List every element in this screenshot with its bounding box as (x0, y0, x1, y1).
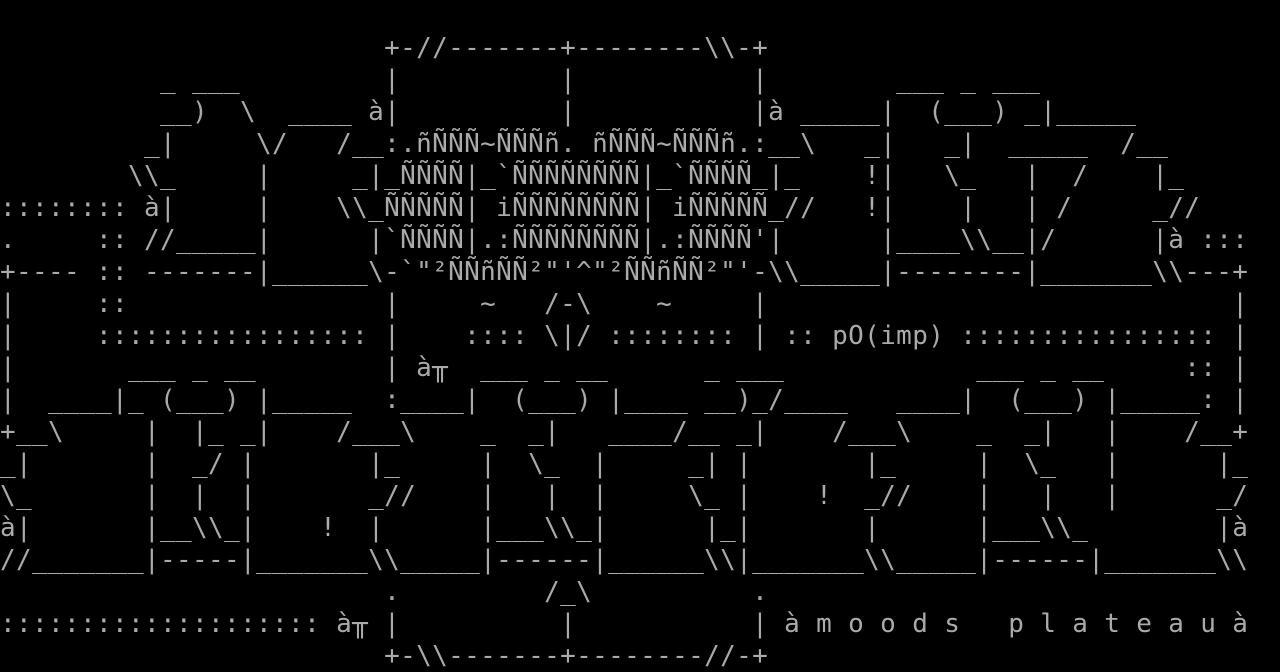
art-title-line: :::::::::::::::::::: à╥ | | | à m o o d … (0, 609, 1249, 639)
art-line: | :: | ~ /-\ ~ | | (0, 289, 1249, 319)
art-line: \_ | | | _// | | | \_ | ! _// | | | _/ (0, 481, 1249, 511)
art-line: \\_ | _|_ÑÑÑÑ|_`ÑÑÑÑÑÑÑÑ|_`ÑÑÑÑ_|_ !| \_… (0, 161, 1185, 191)
art-line: :::::::: à| | \\_ÑÑÑÑÑ| iÑÑÑÑÑÑÑÑ| iÑÑÑÑ… (0, 193, 1201, 223)
art-line: | ____|_ (___) |_____ :____| (___) |____… (0, 385, 1249, 415)
art-line: +-\\-------+--------//-+ (0, 641, 769, 671)
art-line: +---- :: -------|______\-`"²ÑÑñÑÑ²"'^"²Ñ… (0, 257, 1249, 287)
art-line: _ ___ | | | ___ _ ___ (0, 65, 1041, 95)
art-line: _| \/ /__:.ñÑÑÑ~ÑÑÑñ. ñÑÑÑ~ÑÑÑñ.:__\ _| … (0, 129, 1169, 159)
art-line: à| |__\\_| ! | |___\\_| |_| | |___\\_ |à (0, 513, 1249, 543)
art-line: | ___ _ __ | à╥ ___ _ __ _ ___ ___ _ __ … (0, 353, 1249, 383)
art-line: _| | _/ | |_ | \_ | _| | |_ | \_ | |_ (0, 449, 1249, 479)
art-line: __) \ ____ à| | |à _____| (___) _|_____ (0, 97, 1137, 127)
art-line: . :: //_____| |`ÑÑÑÑ|.:ÑÑÑÑÑÑÑÑ|.:ÑÑÑÑ'|… (0, 225, 1249, 255)
art-line: | ::::::::::::::::: | :::: \|/ :::::::: … (0, 321, 1249, 351)
art-line (0, 0, 1280, 32)
art-line: . /_\ . (0, 577, 769, 607)
art-line: +-//-------+--------\\-+ (0, 33, 769, 63)
art-line: //_______|-----|_______\\_____|------|__… (0, 545, 1249, 575)
art-line: +__\ | |_ _| /___\ _ _| ____/__ _| /___\… (0, 417, 1249, 447)
